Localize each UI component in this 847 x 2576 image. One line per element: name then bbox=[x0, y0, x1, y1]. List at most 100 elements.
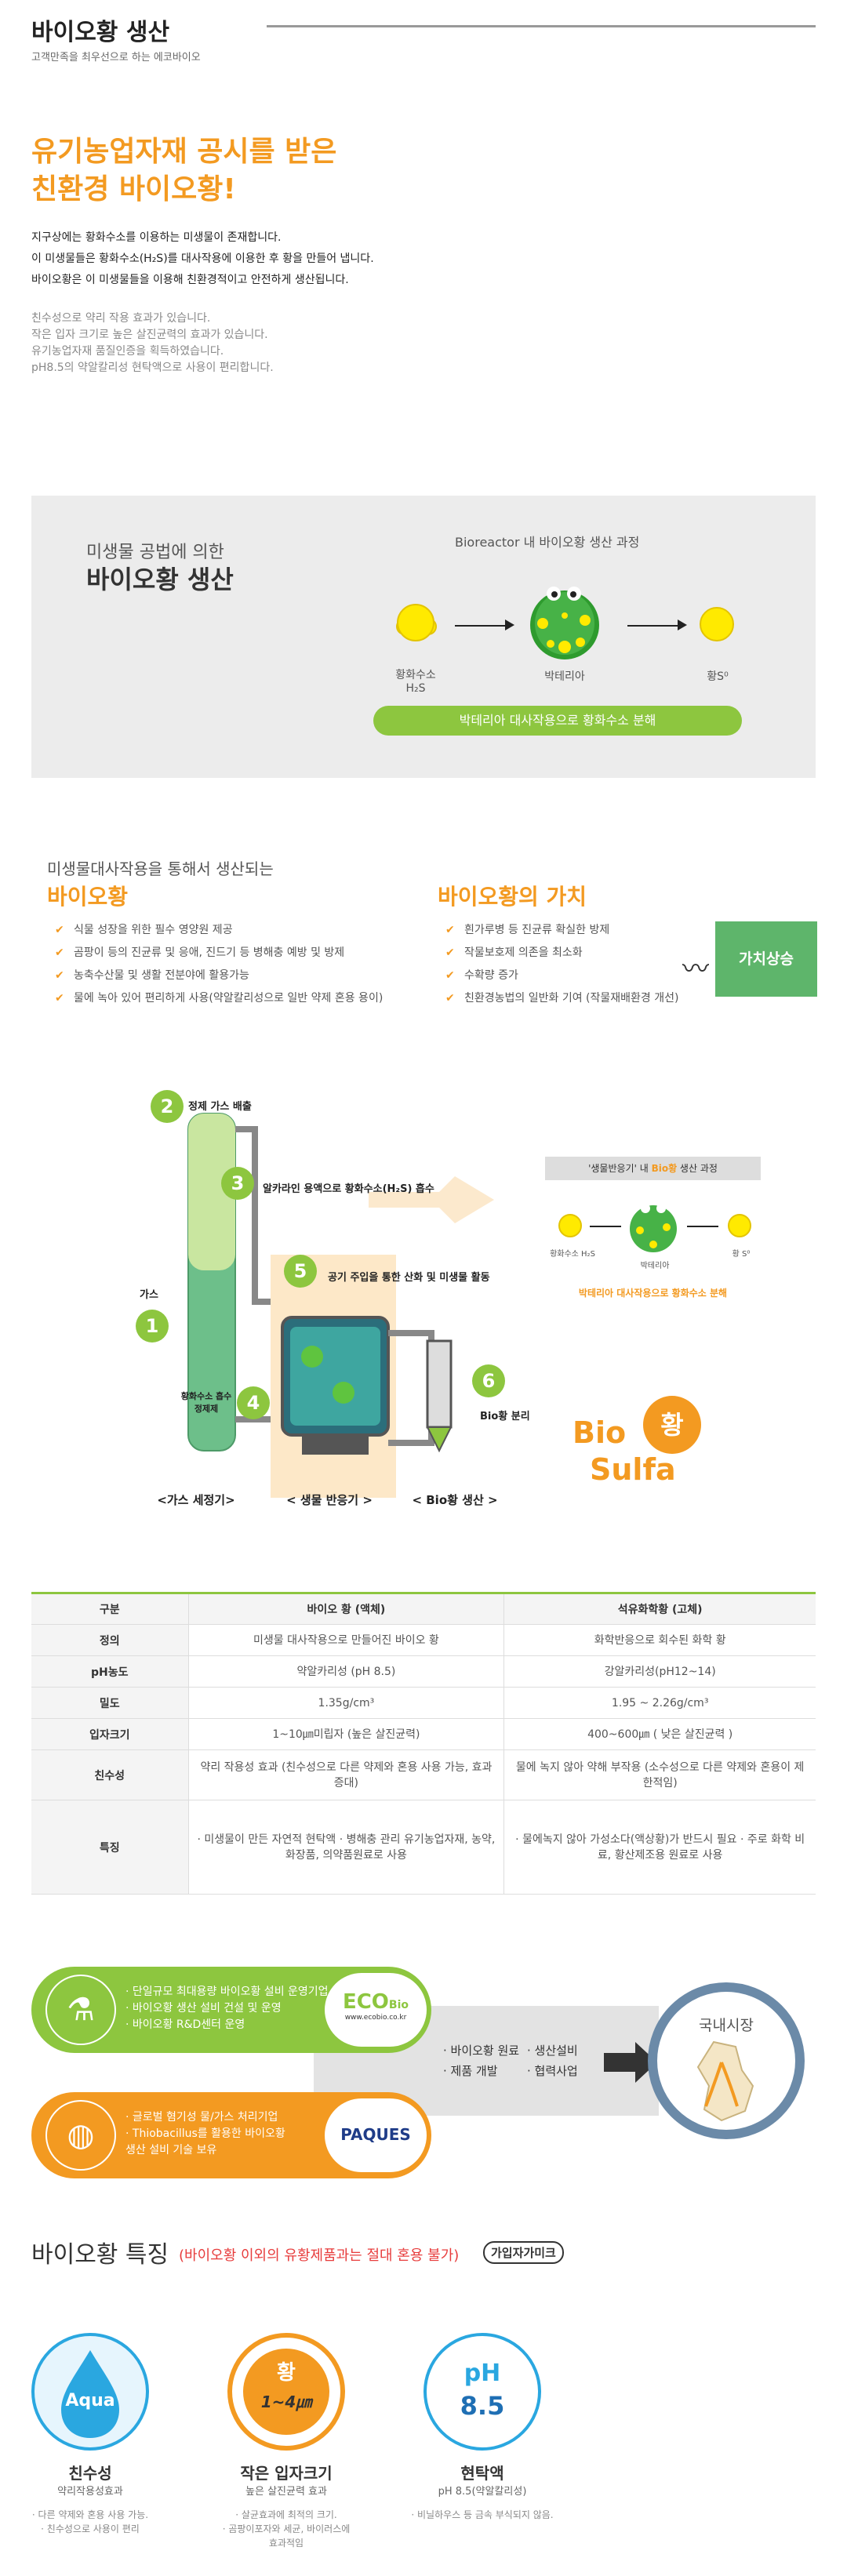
paques-text: · 글로벌 혐기성 물/가스 처리기업 · Thiobacillus를 활용한 … bbox=[125, 2111, 285, 2156]
value-list: 흰가루병 등 진균류 확실한 방제 작물보호제 의존을 최소화 수확량 증가 친… bbox=[445, 919, 696, 1010]
intro-body-line: 지구상에는 황화수소를 이용하는 미생물이 존재합니다. bbox=[31, 231, 282, 244]
features-title: 바이오황 특징 bbox=[31, 2241, 169, 2269]
oxidation-label: 공기 주입을 통한 산화 및 미생물 활동 bbox=[328, 1272, 490, 1284]
list-item: 식물 성장을 위한 필수 영양원 제공 bbox=[55, 919, 447, 942]
sulfur-molecule-icon bbox=[728, 1214, 751, 1237]
absorbent-label: 황화수소 흡수 정제제 bbox=[180, 1391, 232, 1414]
mini-caption: 박테리아 대사작용으로 황화수소 분해 bbox=[578, 1288, 728, 1299]
intro-notes: 친수성으로 약리 작용 효과가 있습니다. 작은 입자 크기로 높은 살진균력의… bbox=[31, 311, 659, 376]
intro-note: 유기농업자재 품질인증을 획득하였습니다. bbox=[31, 345, 224, 358]
table-header: 바이오 황 (액체) bbox=[188, 1592, 505, 1625]
feature-desc: · 살균효과에 최적의 크기. · 곰팡이포자와 세균, 바이러스에 효과적임 bbox=[222, 2509, 351, 2549]
table-row: 정의 미생물 대사작용으로 만들어진 바이오 황 화학반응으로 회수된 화학 황 bbox=[31, 1624, 816, 1656]
comparison-table: 구분 바이오 황 (액체) 석유화학황 (고체) 정의 미생물 대사작용으로 만… bbox=[31, 1592, 816, 1895]
reactor-caption: < 생물 반응기 > bbox=[286, 1493, 373, 1507]
arrow-icon bbox=[678, 619, 687, 630]
globe-icon: ◍ bbox=[45, 2100, 116, 2171]
benefits-subtitle: 미생물대사작용을 통해서 생산되는 bbox=[47, 859, 274, 878]
arrow-icon bbox=[627, 625, 679, 627]
separation-label: Bio황 분리 bbox=[480, 1411, 530, 1422]
arrow-icon bbox=[687, 1226, 718, 1227]
exhaust-label: 정제 가스 배출 bbox=[188, 1101, 252, 1113]
page-title: 바이오황 생산 bbox=[31, 19, 170, 46]
intro-note: pH8.5의 약알칼리성 현탁액으로 사용이 편리합니다. bbox=[31, 362, 274, 374]
h2s-molecule-icon bbox=[558, 1214, 582, 1237]
partner-roles-left: · 바이오황 원료 · 제품 개발 bbox=[443, 2044, 520, 2078]
intro-body-line: 바이오황은 이 미생물들을 이용해 친환경적이고 안전하게 생산됩니다. bbox=[31, 274, 349, 286]
intro-title-line2: 친환경 바이오황! bbox=[31, 173, 236, 205]
bioreactor-heading: 바이오황 생산 bbox=[86, 565, 234, 594]
particle-size-icon: 황 1~4㎛ bbox=[227, 2333, 345, 2451]
list-item: 수확량 증가 bbox=[445, 965, 696, 987]
feature-sub: 높은 살진균력 효과 bbox=[245, 2486, 327, 2498]
intro-note: 친수성으로 약리 작용 효과가 있습니다. bbox=[31, 312, 211, 325]
h2s-molecule-icon bbox=[397, 604, 434, 641]
korea-map-icon bbox=[696, 2040, 754, 2122]
benefits-title: 바이오황 bbox=[47, 884, 129, 910]
table-header: 구분 bbox=[31, 1592, 189, 1625]
h2s-label: 황화수소 H₂S bbox=[395, 669, 436, 695]
table-header-row: 구분 바이오 황 (액체) 석유화학황 (고체) bbox=[31, 1592, 816, 1625]
list-item: 흰가루병 등 진균류 확실한 방제 bbox=[445, 919, 696, 942]
bacteria-icon bbox=[630, 1204, 677, 1252]
sulfur-label: 황S⁰ bbox=[707, 670, 729, 683]
feature-name: 작은 입자크기 bbox=[240, 2464, 333, 2483]
list-item: 친환경농법의 일반화 기여 (작물재배환경 개선) bbox=[445, 987, 696, 1010]
header-divider bbox=[267, 25, 816, 27]
absorb-label: 알카라인 용액으로 황화수소(H₂S) 흡수 bbox=[263, 1183, 434, 1195]
value-title: 바이오황의 가치 bbox=[438, 884, 587, 910]
factory-icon: ⚗ bbox=[45, 1975, 116, 2045]
step-badge: 1 bbox=[136, 1310, 169, 1342]
ecobio-text: · 단일규모 최대용량 바이오황 설비 운영기업 · 바이오황 생산 설비 건설… bbox=[125, 1986, 329, 2031]
biosulfa-logo-sulfa: Sulfa bbox=[590, 1452, 676, 1487]
mini-bacteria-label: 박테리아 bbox=[640, 1262, 670, 1270]
list-item: 작물보호제 의존을 최소화 bbox=[445, 942, 696, 965]
arrow-icon bbox=[505, 619, 514, 630]
feature-desc: · 비닐하우스 등 금속 부식되지 않음. bbox=[411, 2509, 554, 2520]
feature-sub: pH 8.5(약알칼리성) bbox=[438, 2486, 527, 2498]
table-row: 밀도 1.35g/cm³ 1.95 ~ 2.26g/cm³ bbox=[31, 1687, 816, 1719]
list-item: 물에 녹아 있어 편리하게 사용(약알칼리성으로 일반 약제 혼용 용이) bbox=[55, 987, 447, 1010]
feature-name: 현탁액 bbox=[460, 2464, 504, 2483]
table-row: 특징 · 미생물이 만든 자연적 현탁액 · 병해충 관리 유기농업자재, 농약… bbox=[31, 1800, 816, 1895]
step-badge: 2 bbox=[151, 1090, 184, 1123]
bacteria-label: 박테리아 bbox=[544, 670, 585, 683]
feature-name: 친수성 bbox=[68, 2464, 112, 2483]
domestic-market-label: 국내시장 bbox=[699, 2017, 754, 2034]
intro-title: 유기농업자재 공시를 받은 친환경 바이오황! bbox=[31, 133, 580, 209]
wave-arrow-icon: 〰 bbox=[682, 954, 709, 985]
intro-body-line: 이 미생물들은 황화수소(H₂S)를 대사작용에 이용한 후 황을 만들어 냅니… bbox=[31, 253, 374, 265]
table-row: 친수성 약리 작용성 효과 (친수성으로 다른 약제와 혼용 사용 가능, 효과… bbox=[31, 1749, 816, 1800]
aqua-icon: Aqua bbox=[31, 2333, 149, 2451]
intro-note: 작은 입자 크기로 높은 살진균력의 효과가 있습니다. bbox=[31, 329, 268, 341]
mini-h2s-label: 황화수소 H₂S bbox=[550, 1250, 595, 1259]
step-badge: 3 bbox=[221, 1167, 254, 1200]
mini-process-title: '생물반응기' 내 Bio황 생산 과정 bbox=[545, 1157, 761, 1180]
biosulfa-logo-mark: 황 bbox=[643, 1396, 701, 1454]
bioreactor-heading-small: 미생물 공법에 의한 bbox=[86, 543, 224, 562]
sulfur-molecule-icon bbox=[700, 607, 734, 641]
bioreactor-process-title: Bioreactor 내 바이오황 생산 과정 bbox=[455, 535, 640, 550]
arrow-right-icon bbox=[604, 2042, 657, 2083]
feature-desc: · 다른 약제와 혼용 사용 가능. · 친수성으로 사용이 편리 bbox=[31, 2509, 149, 2534]
bacteria-icon bbox=[530, 587, 599, 659]
gas-label: 가스 bbox=[140, 1289, 158, 1301]
list-item: 곰팡이 등의 진균류 및 응애, 진드기 등 병해충 예방 및 방제 bbox=[55, 942, 447, 965]
benefits-list: 식물 성장을 위한 필수 영양원 제공 곰팡이 등의 진균류 및 응애, 진드기… bbox=[55, 919, 447, 1010]
scrubber-caption: <가스 세정기> bbox=[157, 1493, 235, 1507]
features-badge: 가입자가미크 bbox=[483, 2241, 564, 2264]
mini-sulfur-label: 황 S⁰ bbox=[732, 1250, 751, 1259]
page-subtitle: 고객만족을 최우선으로 하는 에코바이오 bbox=[31, 52, 201, 64]
paques-logo: PAQUES bbox=[325, 2098, 427, 2172]
ecobio-card: ⚗ · 단일규모 최대용량 바이오황 설비 운영기업 · 바이오황 생산 설비 … bbox=[31, 1967, 431, 2053]
features-warning: (바이오황 이외의 유황제품과는 절대 혼용 불가) bbox=[179, 2247, 460, 2264]
arrow-icon bbox=[455, 625, 507, 627]
partner-roles-right: · 생산설비 · 협력사업 bbox=[527, 2044, 578, 2078]
feature-sub: 약리작용성효과 bbox=[57, 2486, 123, 2498]
production-caption: < Bio황 생산 > bbox=[412, 1493, 498, 1507]
step-badge: 6 bbox=[472, 1364, 505, 1397]
list-item: 농축수산물 및 생활 전분야에 활용가능 bbox=[55, 965, 447, 987]
process-diagram bbox=[187, 1113, 494, 1498]
intro-title-line1: 유기농업자재 공시를 받은 bbox=[31, 136, 337, 168]
bioreactor-caption-bar: 박테리아 대사작용으로 황화수소 분해 bbox=[373, 706, 742, 736]
